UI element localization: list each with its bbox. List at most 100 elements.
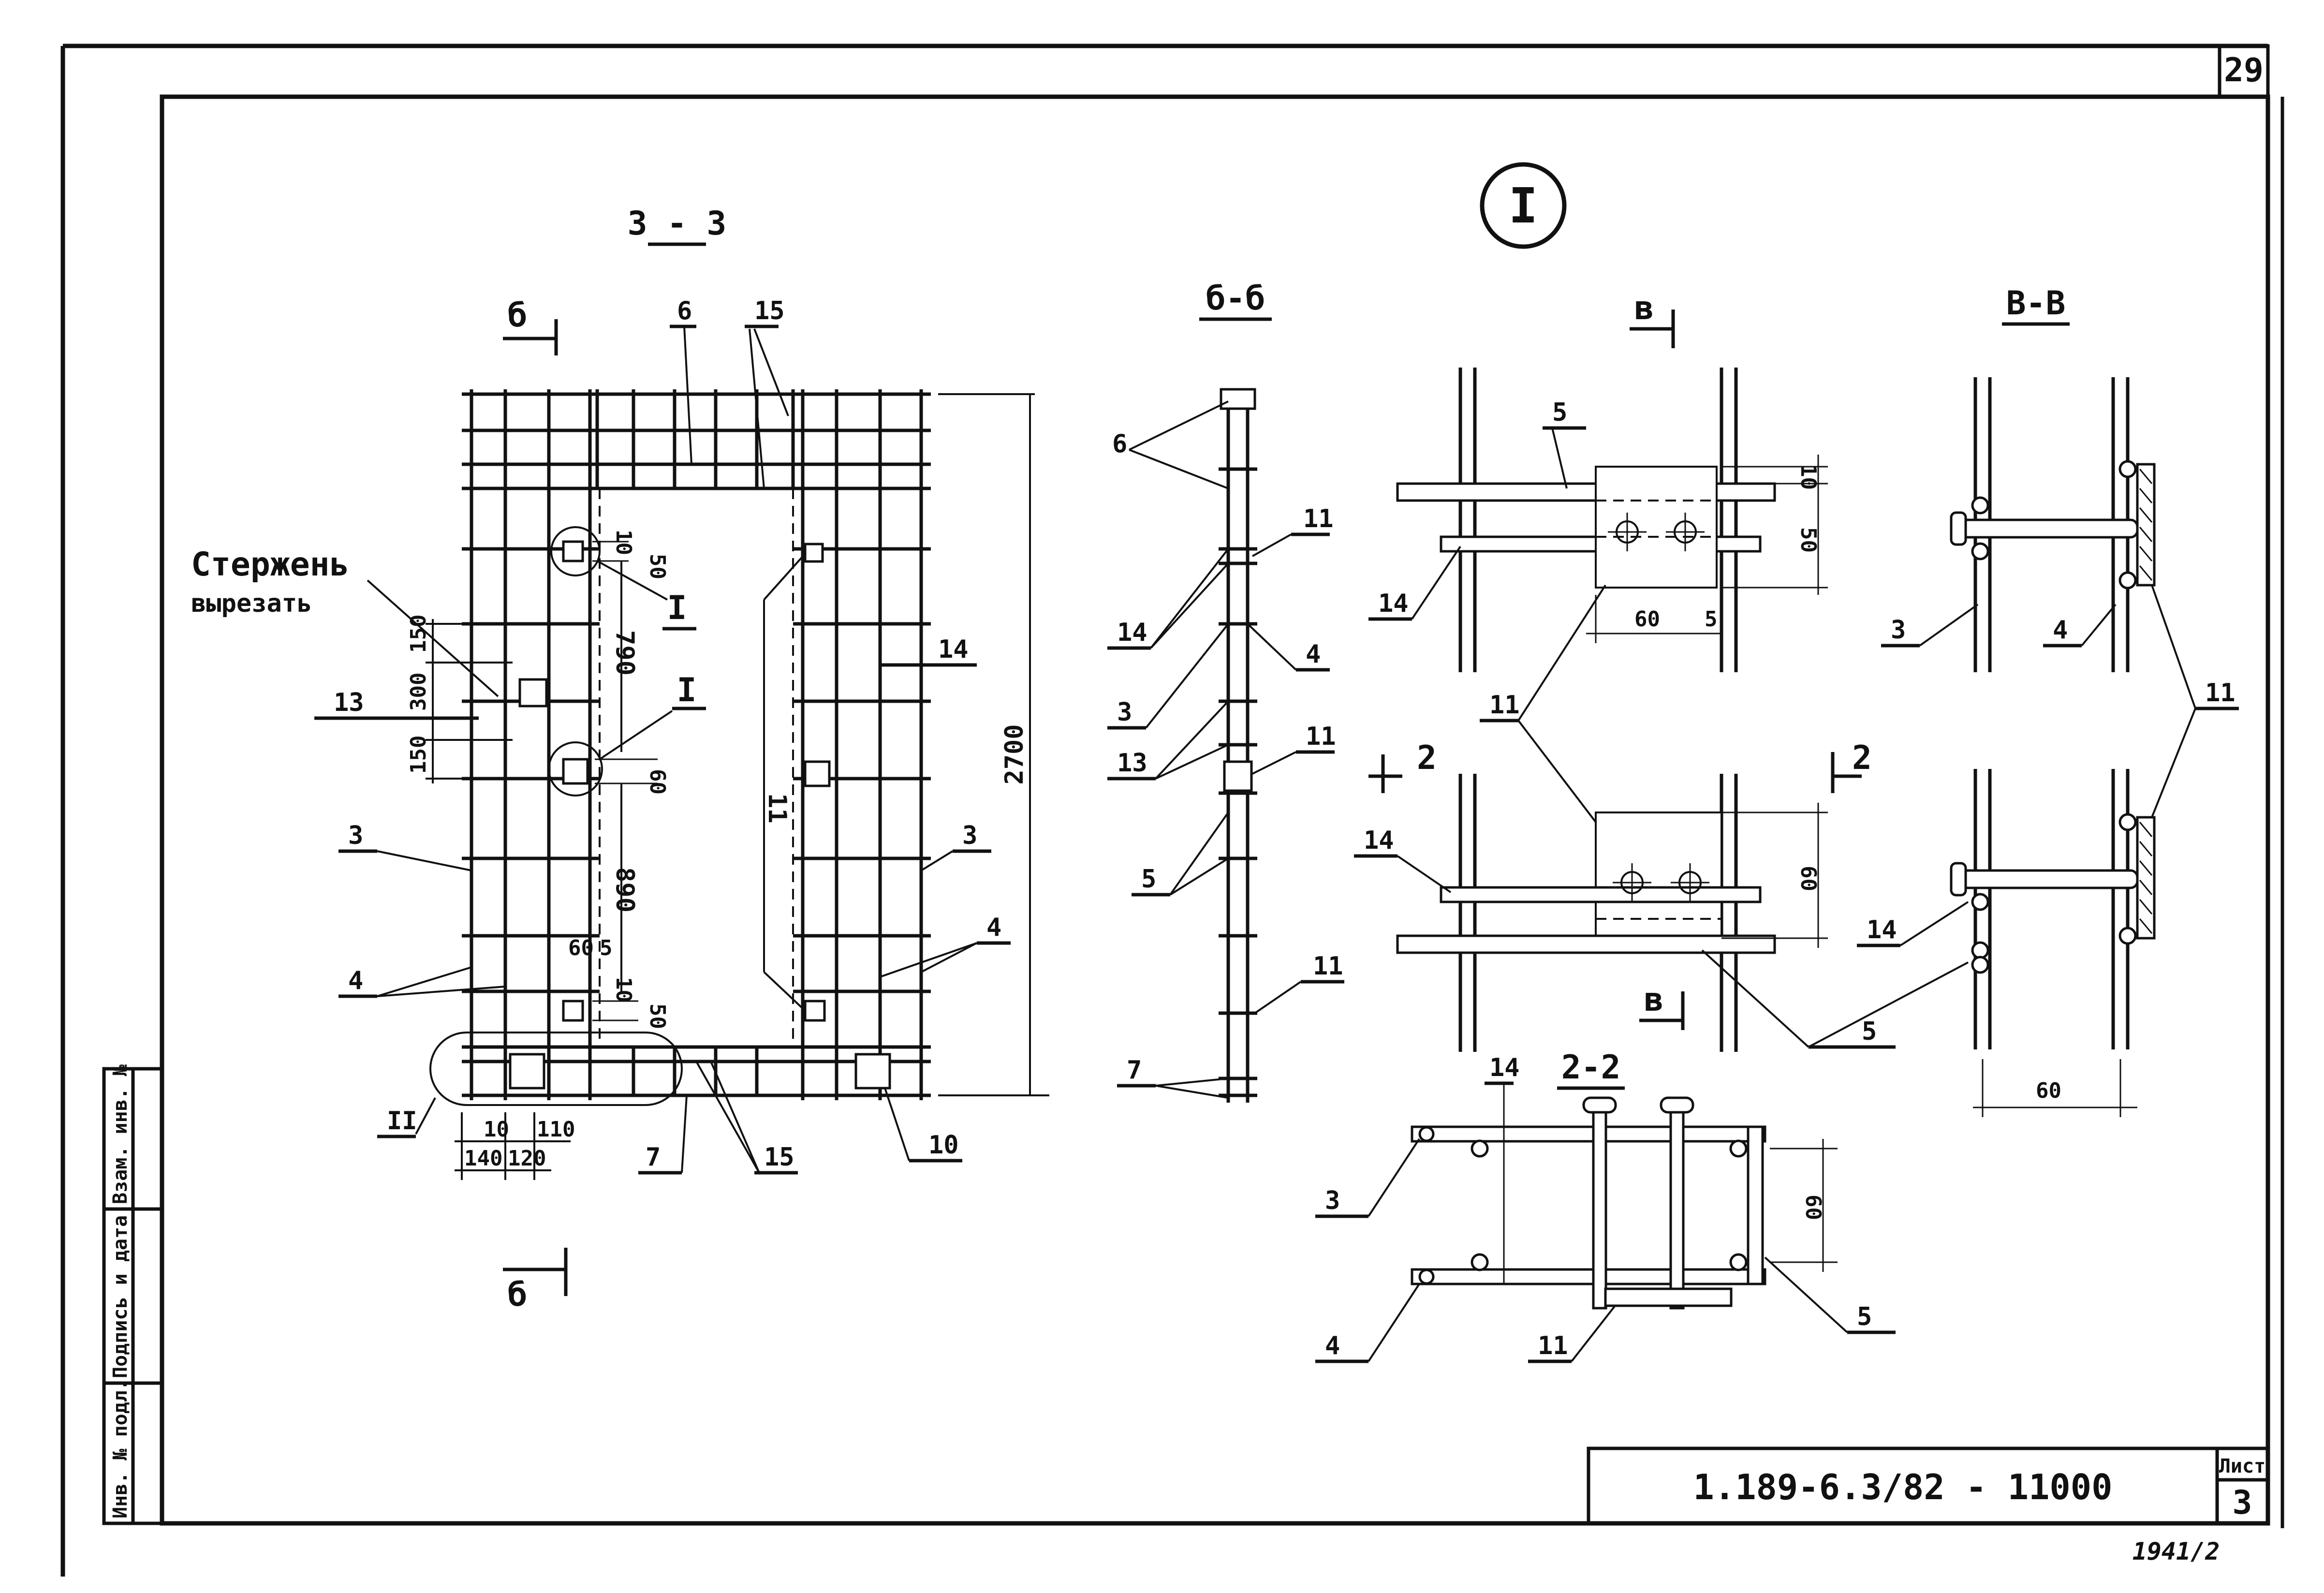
pos-3-left: 3 xyxy=(348,821,363,850)
pos-4-left: 4 xyxy=(348,966,363,995)
detailI-pos-14-bottom: 14 xyxy=(1364,826,1394,855)
dim-10-lower: 10 xyxy=(611,977,636,1003)
list-number: 3 xyxy=(2233,1484,2252,1522)
sheet-frame: 29 1.189-6.3/82 - 11000 Лист 3 1941/2 Ин… xyxy=(60,44,2284,1577)
detailI-pos-5-bottom: 5 xyxy=(1862,1017,1877,1046)
detail-I-title: I xyxy=(1509,177,1538,234)
bb-pos-3: 3 xyxy=(1117,698,1132,727)
cut-2-right: 2 xyxy=(1852,739,1872,777)
vv-pos-14: 14 xyxy=(1867,915,1897,944)
footer-mark: 1941/2 xyxy=(2133,1537,2220,1565)
dim-10-bottom: 10 xyxy=(484,1117,509,1142)
view-3-3-title: 3 - 3 xyxy=(628,205,727,243)
embed-part xyxy=(804,543,824,563)
callout-II-label: II xyxy=(387,1106,417,1136)
view-b-b: б-б 6 11 14 4 3 13 xyxy=(1107,280,1344,1103)
view-v-v-title: В-В xyxy=(2006,284,2066,323)
vv-pos-3: 3 xyxy=(1891,616,1906,645)
gg-pos-3: 3 xyxy=(1325,1186,1340,1215)
bb-pos-11-bottom: 11 xyxy=(1313,952,1343,981)
dim-140: 140 xyxy=(464,1146,502,1171)
embed-part xyxy=(562,758,589,785)
detailI-dim-60: 60 xyxy=(1634,607,1660,632)
view-v-v: В-В 3 4 11 14 xyxy=(1808,284,2239,1117)
cut-mark-top: б xyxy=(508,296,528,335)
callout-circle-I xyxy=(548,741,603,796)
view-2-2: 2-2 14 60 3 4 11 5 xyxy=(1315,1048,1896,1363)
dim-50: 50 xyxy=(645,554,670,579)
callout-I-label: I xyxy=(667,589,687,627)
pos-15-top: 15 xyxy=(754,296,785,325)
detailI-dim-5: 5 xyxy=(1705,607,1718,632)
dim-890: 890 xyxy=(610,867,639,913)
bb-pos-6: 6 xyxy=(1112,429,1127,458)
pos-11: 11 xyxy=(763,793,792,824)
mesh-frame xyxy=(462,389,931,1100)
bb-pos-11-top: 11 xyxy=(1303,504,1334,533)
cut-v-top: в xyxy=(1634,289,1654,327)
pos-3-right: 3 xyxy=(962,821,977,850)
embed-part xyxy=(854,1053,891,1090)
cut-2-left: 2 xyxy=(1417,739,1437,777)
detailI-pos-14-top: 14 xyxy=(1378,589,1409,618)
dim-150-bottom: 150 xyxy=(406,736,431,774)
pos-10: 10 xyxy=(928,1131,959,1160)
detailI-pos-11: 11 xyxy=(1489,691,1520,720)
pos-13: 13 xyxy=(334,688,364,717)
embed-part xyxy=(562,1000,584,1022)
pos-7: 7 xyxy=(646,1143,661,1172)
list-label: Лист xyxy=(2219,1455,2265,1477)
pos-4-right: 4 xyxy=(986,913,1001,942)
stamp-sign: Подпись и дата xyxy=(109,1215,132,1378)
page-number: 29 xyxy=(2224,51,2264,89)
embed-part xyxy=(509,1053,545,1090)
callout-oval-II xyxy=(429,1032,683,1106)
gg-pos-11: 11 xyxy=(1538,1331,1568,1360)
embed-part xyxy=(562,540,584,562)
note-cut-rod-line1: Стержень xyxy=(191,546,350,584)
view-3-3: 3 - 3 б б xyxy=(191,205,1049,1314)
dim-10: 10 xyxy=(611,530,636,555)
dim-120: 120 xyxy=(508,1146,546,1171)
bb-pos-14: 14 xyxy=(1117,618,1147,647)
bb-pos-11-mid: 11 xyxy=(1306,722,1336,751)
embed-part xyxy=(804,1000,826,1022)
detailI-pos-5-top: 5 xyxy=(1552,398,1567,427)
note-cut-rod-line2: вырезать xyxy=(191,589,312,618)
gg-pos-14: 14 xyxy=(1489,1053,1520,1082)
cut-bar-marker xyxy=(518,678,548,708)
doc-code: 1.189-6.3/82 - 11000 xyxy=(1693,1467,2113,1507)
stamp-replace: Взам. инв. № xyxy=(109,1064,132,1204)
pos-6: 6 xyxy=(677,296,692,325)
callout-circle-I xyxy=(550,526,601,576)
bb-pos-13: 13 xyxy=(1117,749,1147,778)
dim-60-lower: 60 xyxy=(568,936,594,960)
bb-pos-4: 4 xyxy=(1306,640,1321,669)
detail-I: I в в 2 2 10 50 60 5 5 14 11 xyxy=(1354,162,1896,1052)
detailI-dim-50: 50 xyxy=(1796,527,1821,553)
vv-pos-11: 11 xyxy=(2205,678,2236,708)
dim-790: 790 xyxy=(610,630,639,676)
view-b-b-title: б-б xyxy=(1206,280,1265,318)
dim-150-top: 150 xyxy=(406,615,431,653)
stamp-inv: Инв. № подл. xyxy=(109,1379,132,1519)
pos-15-bottom: 15 xyxy=(764,1143,794,1172)
pos-14: 14 xyxy=(938,635,969,664)
detailI-dim-10: 10 xyxy=(1796,464,1821,490)
dim-2700: 2700 xyxy=(1000,724,1029,784)
callout-I-label-2: I xyxy=(677,671,697,709)
dim-110: 110 xyxy=(537,1117,575,1142)
gg-pos-4: 4 xyxy=(1325,1331,1340,1360)
dim-60: 60 xyxy=(645,769,670,795)
detailI-dim-60-lower: 60 xyxy=(1796,866,1821,891)
detail-I-circle xyxy=(1480,162,1567,249)
dim-50-lower: 50 xyxy=(645,1003,670,1029)
embed-part xyxy=(804,760,831,787)
view-2-2-title: 2-2 xyxy=(1561,1048,1621,1087)
bb-pos-5: 5 xyxy=(1141,865,1156,894)
vv-dim-60: 60 xyxy=(2036,1078,2061,1103)
cut-mark-bottom: б xyxy=(508,1276,528,1314)
gg-dim-60: 60 xyxy=(1801,1195,1825,1220)
